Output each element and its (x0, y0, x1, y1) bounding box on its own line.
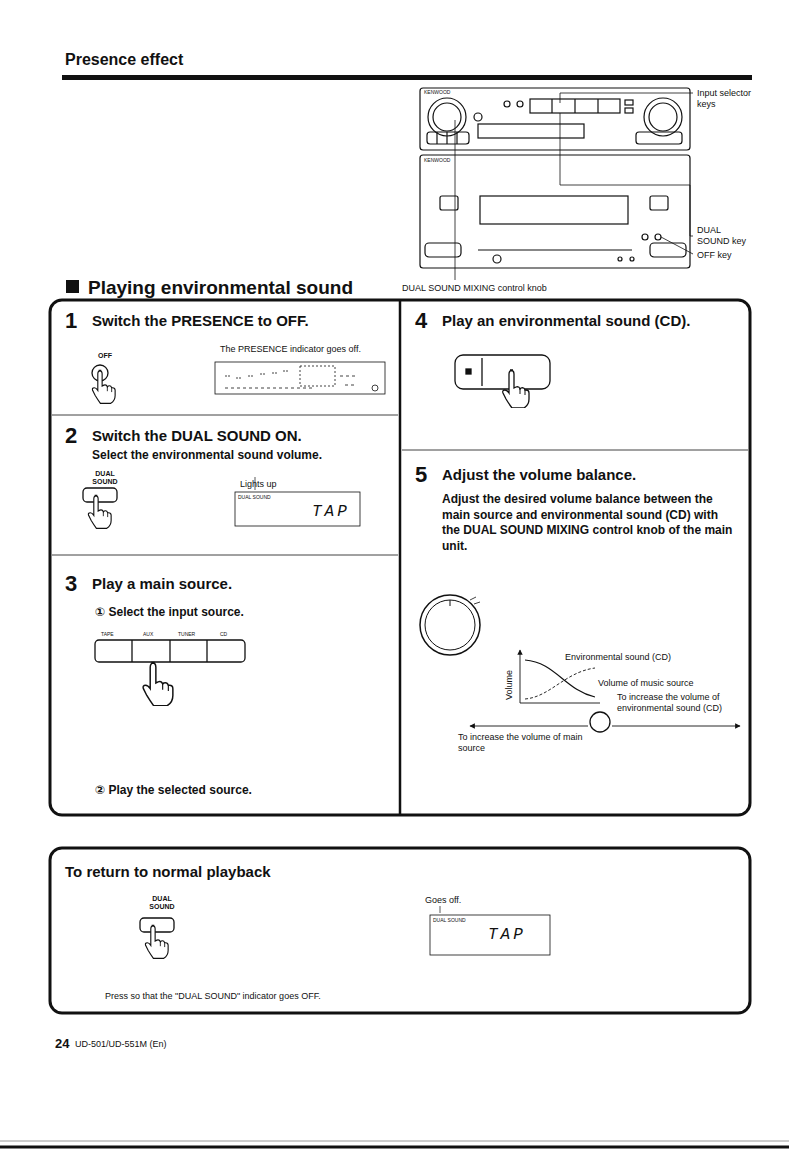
callout-label: Volume of music source (598, 678, 738, 689)
step-heading: Switch the PRESENCE to OFF. (92, 312, 387, 330)
hand (143, 663, 173, 706)
callout-label: KENWOOD (424, 158, 464, 164)
step-text: ① Select the input source. (95, 605, 390, 621)
footer-rule (0, 1146, 789, 1149)
callout-label: OFF key (697, 250, 757, 261)
hand (503, 370, 529, 408)
callout-label: To increase the volume of environmental … (617, 692, 747, 715)
front-display (215, 362, 385, 394)
step-panel: 4Play an environmental sound (CD). (400, 300, 750, 450)
dual-sound-button (83, 488, 117, 528)
callout-label: DUAL SOUND key (697, 225, 749, 248)
leader-line (440, 906, 441, 913)
footer-rule (0, 1141, 789, 1142)
step-number: 1 (65, 308, 90, 334)
step-text: Adjust the desired volume balance betwee… (442, 492, 734, 554)
title-rule (62, 75, 752, 80)
step-text: DUAL SOUND (142, 895, 182, 910)
callout-label: Input selector keys (697, 88, 767, 111)
step-heading: Play a main source. (92, 575, 387, 593)
callout-label: To increase the volume of main source (458, 732, 583, 755)
callout-label: Volume (504, 670, 515, 700)
balance-graph (470, 650, 740, 732)
steps-frame (50, 300, 750, 815)
callout-label: AUX (143, 632, 168, 638)
step-number: 3 (65, 571, 90, 597)
step-text: Select the environmental sound volume. (92, 448, 387, 464)
input-selector-keys (95, 640, 245, 662)
display-text: TAP (312, 503, 382, 522)
step-panel: 5Adjust the volume balance. Adjust the de… (400, 450, 750, 815)
callout-label: KENWOOD (424, 90, 464, 96)
stereo-unit (420, 88, 690, 268)
step-text: The PRESENCE indicator goes off. (220, 344, 395, 355)
step-text: DUAL SOUND (433, 918, 473, 924)
step-text: DUAL SOUND (238, 495, 278, 501)
step-panel: 1Switch the PRESENCE to OFF. OFF The PRESE… (50, 300, 400, 415)
step-panel: To return to normal playbackDUAL SOUND Go… (50, 848, 750, 1013)
callout-label: CD (220, 632, 240, 638)
callout-label: UD-501/UD-551M (En) (75, 1039, 215, 1050)
step-heading: Switch the DUAL SOUND ON. (92, 427, 387, 445)
step-panel: 3Play a main source. ① Select the input s… (50, 555, 400, 815)
callout-label: Environmental sound (CD) (565, 652, 715, 663)
step-text: Press so that the "DUAL SOUND" indicator… (105, 991, 525, 1002)
dual-sound-button (140, 918, 174, 958)
mixing-knob (420, 595, 480, 655)
cd-play-button (455, 355, 550, 389)
step-heading: Play an environmental sound (CD). (442, 312, 737, 330)
step-text: Lights up (240, 479, 320, 490)
bullet-square (66, 280, 79, 293)
step-text: DUAL SOUND (86, 470, 124, 485)
section-heading: Playing environmental sound (88, 277, 418, 300)
off-button (92, 365, 115, 403)
step-panel: 2Switch the DUAL SOUND ON. Select the env… (50, 415, 400, 555)
callout-label: TUNER (178, 632, 203, 638)
step-heading: Adjust the volume balance. (442, 466, 737, 484)
callout-label: 24 (55, 1036, 77, 1052)
page-title: Presence effect (65, 50, 365, 69)
step-text: OFF (90, 352, 120, 360)
step-number: 4 (415, 308, 440, 334)
step-text: ② Play the selected source. (95, 783, 390, 799)
step-text: Goes off. (425, 895, 515, 906)
step-number: 2 (65, 423, 90, 449)
callout-label: TAPE (101, 632, 131, 638)
step-heading: To return to normal playback (65, 863, 385, 881)
step-number: 5 (415, 462, 440, 488)
leader-lines (455, 93, 693, 280)
return-frame (50, 848, 750, 1013)
callout-label: DUAL SOUND MIXING control knob (402, 283, 622, 294)
display-text: TAP (488, 926, 558, 945)
